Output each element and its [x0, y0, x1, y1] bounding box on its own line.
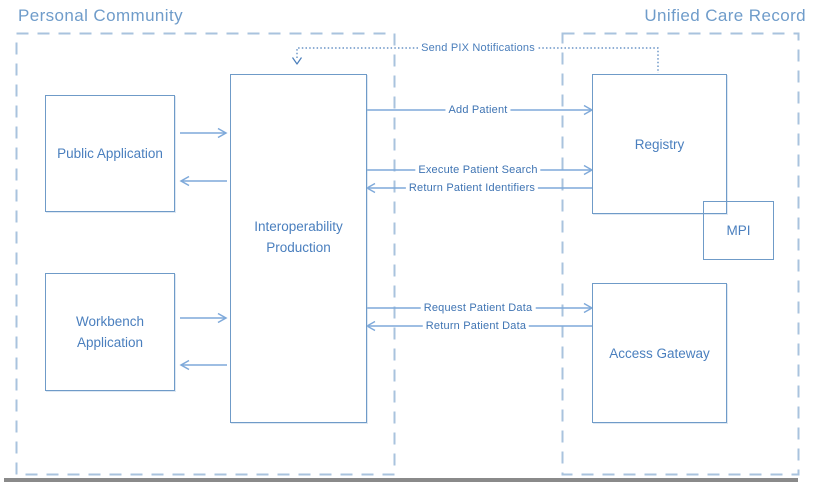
interop-to-public-arrowhead-icon — [179, 175, 190, 187]
return-patient-identifiers-arrowhead-icon — [365, 182, 376, 194]
send-pix-notifications-connector — [296, 47, 659, 73]
public-application-label: Public Application — [57, 146, 163, 161]
node-public-application: Public Application — [45, 95, 175, 212]
mpi-label: MPI — [726, 223, 751, 238]
return-patient-data-arrowhead-icon — [365, 320, 376, 332]
node-interoperability-production: Interoperability Production — [230, 74, 367, 423]
interoperability-production-label: Interoperability Production — [254, 218, 343, 255]
personal-community-title: Personal Community — [18, 6, 183, 25]
interop-to-workbench-arrowhead-icon — [179, 359, 190, 371]
public-to-interop-arrowhead-icon — [217, 127, 228, 139]
return-patient-data-label: Return Patient Data — [422, 320, 530, 332]
add-patient-label: Add Patient — [445, 104, 511, 116]
access-gateway-label: Access Gateway — [609, 345, 710, 361]
node-workbench-application: Workbench Application — [45, 273, 175, 391]
workbench-to-interop-arrowhead-icon — [217, 312, 228, 324]
node-registry: Registry — [592, 74, 727, 214]
request-patient-data-label: Request Patient Data — [420, 302, 536, 314]
return-patient-identifiers-label: Return Patient Identifiers — [405, 182, 539, 194]
execute-patient-search-label: Execute Patient Search — [415, 164, 541, 176]
node-mpi: MPI — [703, 201, 774, 260]
bottom-baseline-divider — [4, 478, 798, 482]
personal-community-container — [15, 32, 396, 476]
workbench-application-label: Workbench Application — [75, 314, 145, 350]
send-pix-notifications-label: Send PIX Notifications — [418, 42, 538, 54]
unified-care-record-title: Unified Care Record — [644, 6, 806, 25]
node-access-gateway: Access Gateway — [592, 283, 727, 423]
send-pix-arrowhead-down-icon — [292, 57, 302, 65]
registry-label: Registry — [634, 136, 685, 152]
